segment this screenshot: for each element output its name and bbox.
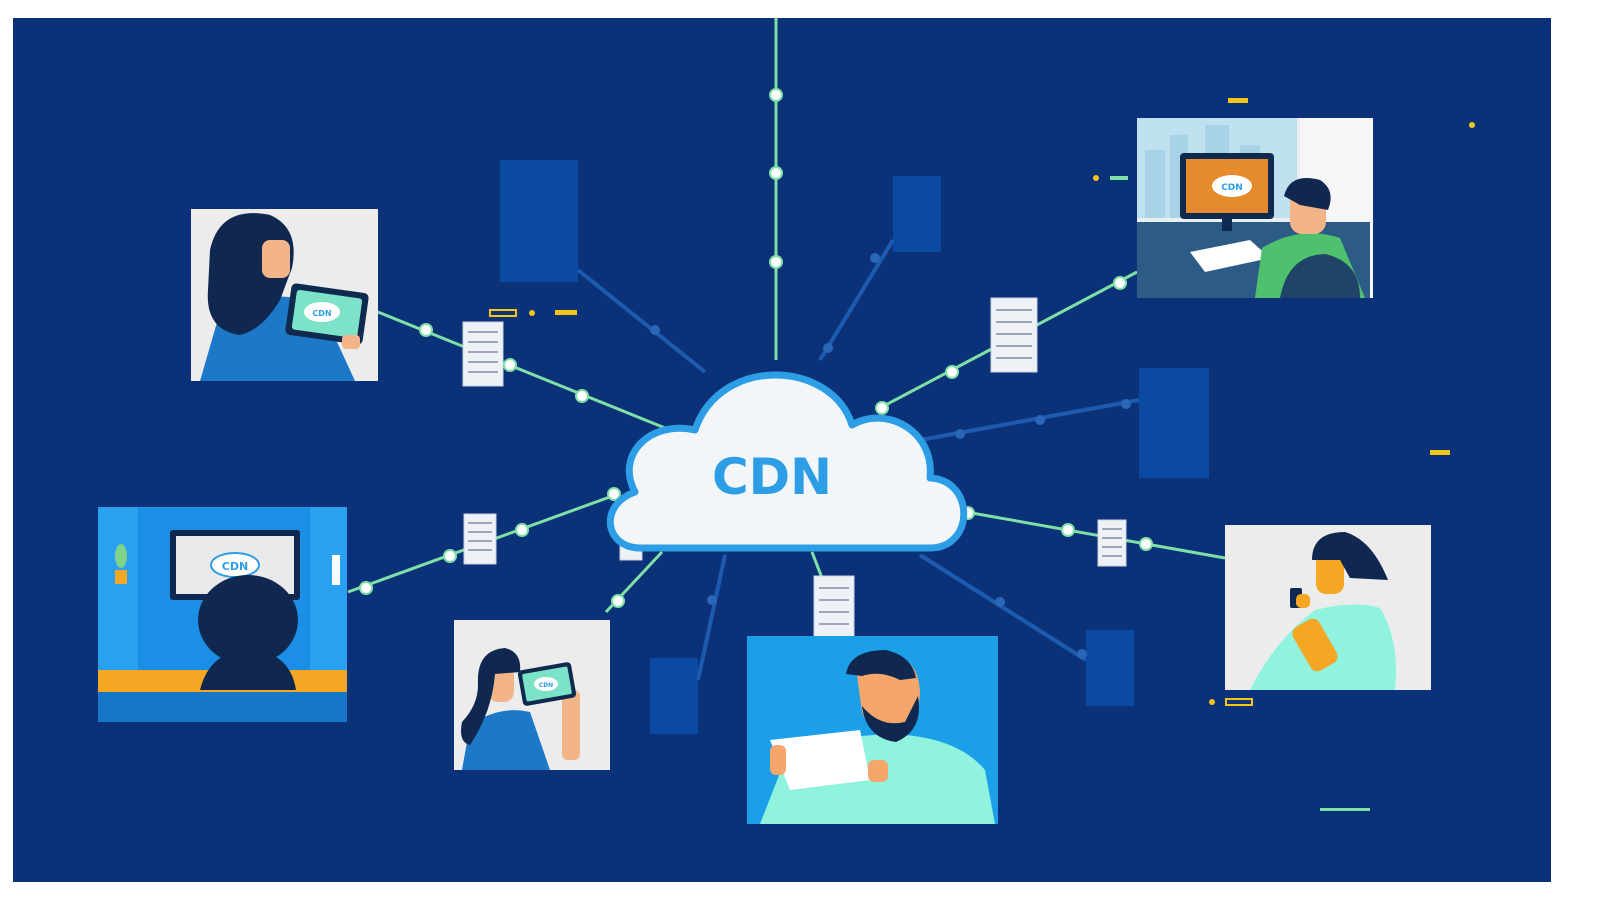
screen-label: CDN xyxy=(312,309,331,318)
screen-label: CDN xyxy=(222,560,248,573)
bg-panel xyxy=(1139,368,1209,478)
user-tile-caller-woman xyxy=(1225,525,1431,690)
screen-label: CDN xyxy=(539,682,553,689)
bg-panel xyxy=(500,160,578,282)
link-caller-woman xyxy=(954,508,1226,560)
user-tile-bearded-man xyxy=(747,636,998,824)
secondary-nodes xyxy=(650,253,1131,659)
cdn-cloud: CDN xyxy=(606,371,968,552)
background-panels xyxy=(500,160,1209,734)
link-bearded-man xyxy=(810,551,824,579)
screen-label: CDN xyxy=(1221,183,1243,193)
user-tile-phone-girl: CDN xyxy=(454,620,610,770)
data-packet xyxy=(1097,519,1127,567)
user-tile-tv-woman: CDN xyxy=(98,507,347,722)
bg-panel xyxy=(1086,630,1134,706)
cloud-label: CDN xyxy=(712,448,832,506)
bg-panel xyxy=(893,176,941,252)
bg-panel xyxy=(650,658,698,734)
data-packet xyxy=(462,321,504,387)
secondary-links xyxy=(576,238,1140,681)
user-tile-desktop-man: CDN xyxy=(1137,118,1373,298)
user-tile-tablet-woman: CDN xyxy=(191,209,378,381)
data-packet xyxy=(463,513,497,565)
data-packet xyxy=(813,575,855,643)
data-packet xyxy=(990,297,1038,373)
decorative-accents xyxy=(489,98,1475,811)
cloud-shape xyxy=(606,371,968,552)
